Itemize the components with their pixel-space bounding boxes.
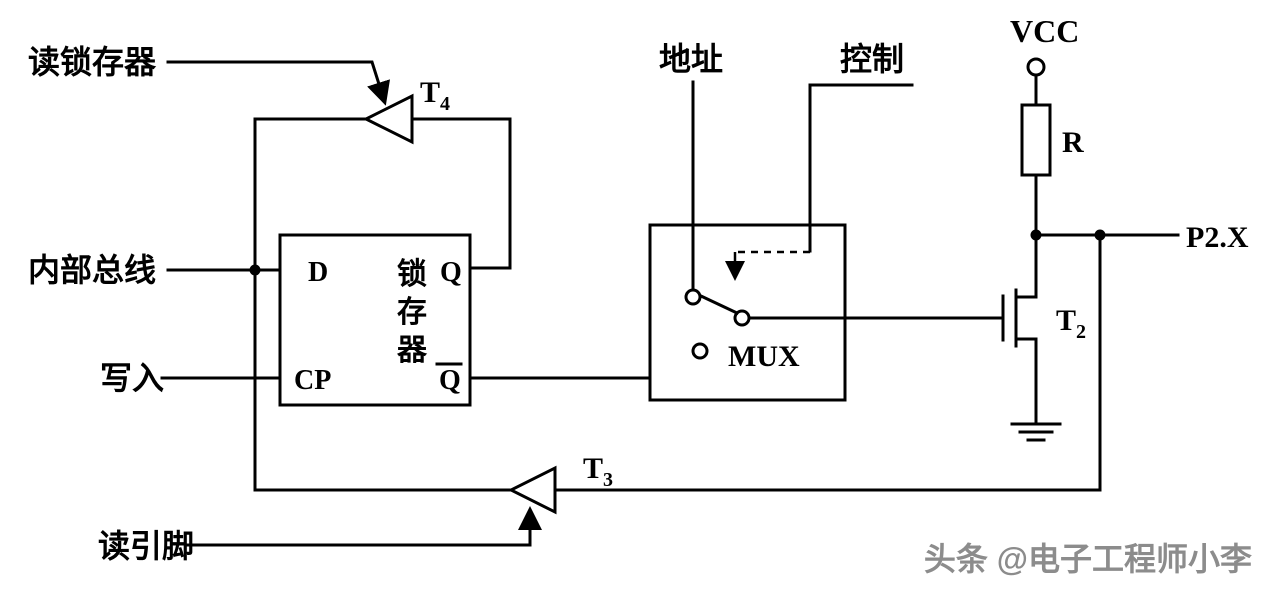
- wire-t4-input-from-q: [410, 117, 512, 270]
- t3-label-sub: 3: [603, 469, 613, 491]
- latch-name-char-1: 锁: [397, 258, 427, 291]
- t4-label: T4: [420, 76, 450, 115]
- vcc-terminal: [1026, 57, 1046, 77]
- control-label: 控制: [840, 41, 904, 77]
- watermark: 头条 @电子工程师小李: [924, 541, 1252, 577]
- resistor-body: [1020, 103, 1052, 177]
- mux-contact-top: [684, 288, 702, 306]
- t3-label-base: T: [583, 452, 603, 485]
- t2-label-sub: 2: [1076, 321, 1086, 343]
- latch-q-label: Q: [440, 257, 462, 288]
- address-label: 地址: [659, 41, 723, 77]
- write-label: 写入: [100, 360, 164, 396]
- t4-label-base: T: [420, 76, 440, 109]
- ground-symbol: [1010, 422, 1062, 442]
- wire-read-pin: [186, 506, 542, 547]
- t4-label-sub: 4: [440, 93, 450, 115]
- buffer-t3: [507, 465, 557, 515]
- read-pin-label: 读引脚: [98, 528, 194, 564]
- buffer-t4: [362, 93, 414, 145]
- p2x-label: P2.X: [1186, 221, 1249, 254]
- wire-control: [808, 83, 914, 253]
- vcc-label: VCC: [1010, 13, 1079, 49]
- wire-pin-to-t3: [553, 233, 1102, 492]
- latch-name-char-3: 器: [396, 334, 428, 367]
- wire-bus-left-vertical: [253, 117, 513, 492]
- mux-switch-arm: [699, 294, 739, 315]
- t2-label: T2: [1056, 304, 1086, 343]
- mux-contact-bottom: [691, 342, 709, 360]
- latch-name-char-2: 存: [397, 296, 427, 329]
- wire-resistor-to-drain: [1014, 173, 1038, 299]
- wire-source-to-ground: [1014, 337, 1038, 426]
- internal-bus-label: 内部总线: [28, 252, 156, 288]
- latch-qbar-label: Q: [439, 365, 461, 396]
- resistor-label: R: [1062, 126, 1084, 159]
- t3-label: T3: [583, 452, 613, 491]
- t2-label-base: T: [1056, 304, 1076, 337]
- latch-d-label: D: [308, 257, 328, 288]
- latch-box: [278, 233, 472, 407]
- read-latch-label: 读锁存器: [28, 44, 157, 80]
- wire-read-latch: [166, 60, 391, 106]
- latch-cp-label: CP: [294, 365, 331, 396]
- mux-label: MUX: [728, 340, 800, 373]
